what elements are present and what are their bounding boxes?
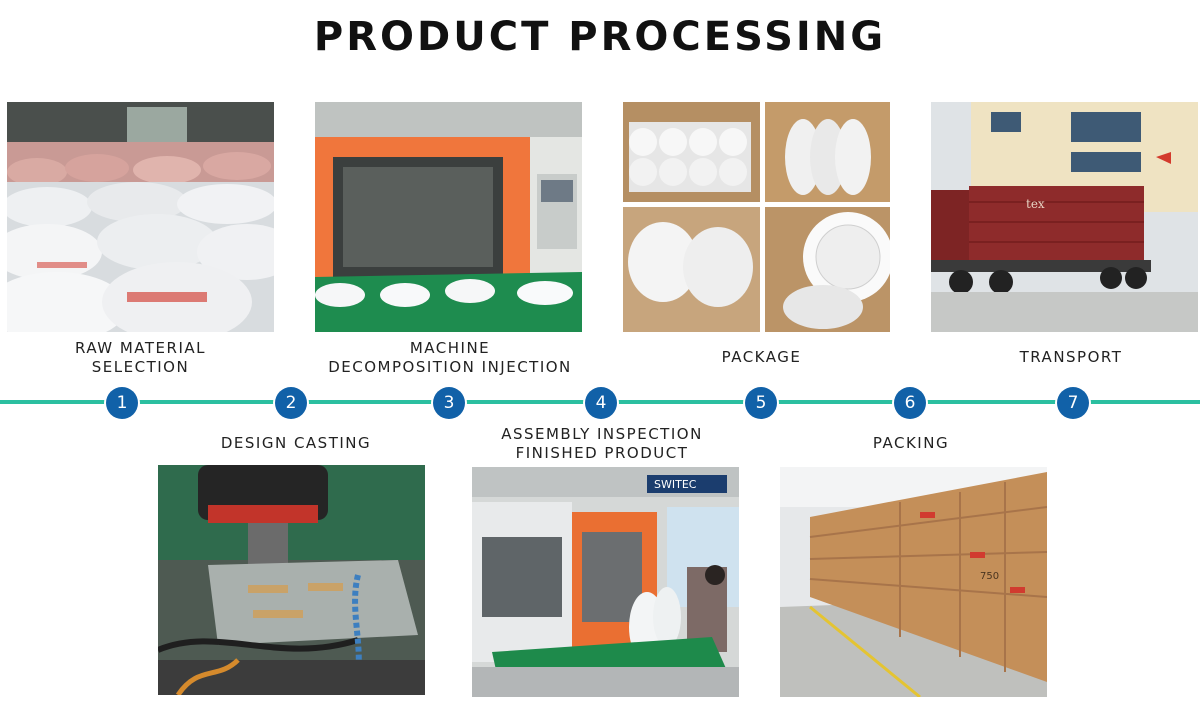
label-raw-material-line2: SELECTION — [91, 358, 190, 376]
label-design-casting: DESIGN CASTING — [220, 434, 372, 452]
machine-photo — [315, 102, 582, 332]
transport-photo: tex — [931, 102, 1198, 332]
step-5-marker: 5 — [745, 387, 777, 419]
label-transport: TRANSPORT — [1019, 348, 1123, 366]
container-brand-text: tex — [1026, 197, 1045, 211]
package-photo — [623, 102, 890, 332]
step-3-marker: 3 — [433, 387, 465, 419]
step-6-marker: 6 — [894, 387, 926, 419]
label-raw-material-line1: RAW MATERIAL — [75, 339, 206, 357]
raw-material-photo — [7, 102, 274, 332]
design-casting-photo — [158, 465, 425, 695]
label-machine-line1: MACHINE — [409, 339, 491, 357]
step-2-marker: 2 — [275, 387, 307, 419]
page-title: PRODUCT PROCESSING — [313, 14, 887, 60]
machine-brand-text: SWITEC — [654, 478, 697, 491]
packing-photo: 750 — [780, 467, 1047, 697]
label-assembly: ASSEMBLY INSPECTION FINISHED PRODUCT — [462, 425, 742, 463]
label-machine-line2: DECOMPOSITION INJECTION — [328, 358, 572, 376]
label-raw-material: RAW MATERIAL SELECTION — [7, 339, 274, 377]
label-assembly-line2: FINISHED PRODUCT — [515, 444, 689, 462]
label-package: PACKAGE — [721, 348, 802, 366]
step-4-marker: 4 — [585, 387, 617, 419]
label-packing: PACKING — [872, 434, 950, 452]
label-machine: MACHINE DECOMPOSITION INJECTION — [300, 339, 600, 377]
step-1-marker: 1 — [106, 387, 138, 419]
label-assembly-line1: ASSEMBLY INSPECTION — [501, 425, 703, 443]
step-7-marker: 7 — [1057, 387, 1089, 419]
box-number-text: 750 — [980, 571, 999, 582]
assembly-photo: SWITEC — [472, 467, 739, 697]
